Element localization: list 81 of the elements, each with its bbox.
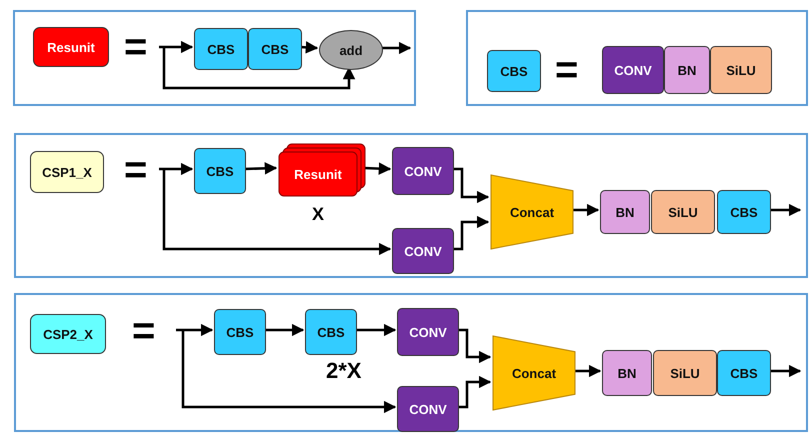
- arrow: [264, 324, 304, 336]
- arrow: [457, 328, 492, 364]
- arrow: [159, 40, 194, 54]
- node-label: Concat: [512, 366, 556, 380]
- arrow: [574, 364, 602, 378]
- node-label: add: [339, 42, 363, 58]
- arrow: [159, 162, 194, 176]
- arrow: [452, 168, 490, 204]
- equals-sign: =: [132, 311, 156, 351]
- node-label: CONV: [614, 62, 652, 78]
- panel-frame: [14, 293, 808, 432]
- node-label: BN: [618, 366, 636, 380]
- node-label: CBS: [730, 204, 758, 220]
- node-label: CSP2_X: [43, 326, 93, 342]
- node-label: Concat: [510, 204, 554, 220]
- multiplier-label: 2*X: [326, 360, 362, 382]
- panel-frame: [14, 133, 808, 278]
- arrow: [176, 324, 214, 336]
- node-label: CONV: [409, 324, 447, 340]
- equals-sign: =: [555, 50, 578, 90]
- process-box: [710, 46, 772, 94]
- arrow: [162, 169, 392, 256]
- node-label: CSP1_X: [42, 164, 92, 180]
- equals-sign: =: [124, 27, 148, 67]
- node-label: Resunit: [47, 40, 95, 54]
- node-label: CBS: [317, 324, 345, 340]
- arrow: [457, 376, 492, 408]
- process-box: [392, 147, 454, 195]
- arrow: [162, 47, 356, 90]
- node-label: SiLU: [726, 62, 756, 78]
- process-box: [600, 190, 650, 234]
- concat-trapezoid: [492, 335, 576, 411]
- stacked-block: [278, 143, 366, 197]
- node-label: CONV: [404, 164, 442, 178]
- process-box: [717, 350, 771, 396]
- process-box: [194, 148, 246, 194]
- arrow: [769, 364, 802, 378]
- node-label: CBS: [730, 366, 758, 380]
- node-label: Resunit: [294, 166, 342, 182]
- arrow: [244, 162, 278, 175]
- node-label: CBS: [207, 42, 235, 56]
- module-box: [30, 151, 104, 193]
- node-label: SiLU: [668, 204, 698, 220]
- process-box: [717, 190, 771, 234]
- node-label: BN: [616, 204, 634, 220]
- process-box: [653, 350, 717, 396]
- arrow: [452, 216, 490, 250]
- arrow: [572, 204, 600, 216]
- arrow: [769, 204, 802, 216]
- multiplier-label: X: [312, 205, 324, 223]
- process-box: [248, 28, 302, 70]
- process-box: [397, 386, 459, 432]
- equals-sign: =: [124, 150, 148, 190]
- process-box: [602, 46, 664, 94]
- process-box: [305, 309, 357, 355]
- process-box: [392, 228, 454, 274]
- process-box: [194, 28, 248, 70]
- node-label: CONV: [409, 402, 447, 416]
- arrow: [182, 330, 396, 414]
- arrow: [355, 324, 396, 336]
- node-label: CONV: [404, 244, 442, 258]
- module-box: [30, 314, 106, 354]
- process-box: [487, 50, 541, 92]
- process-box: [214, 309, 266, 355]
- node-label: SiLU: [670, 366, 700, 380]
- arrow: [364, 162, 392, 175]
- node-label: BN: [678, 62, 696, 78]
- node-label: CBS: [206, 164, 234, 178]
- process-box: [664, 46, 710, 94]
- module-box: [33, 27, 109, 67]
- process-box: [651, 190, 715, 234]
- panel-frame: [13, 10, 416, 106]
- arrow: [381, 42, 412, 54]
- node-label: CBS: [261, 42, 289, 56]
- process-box: [602, 350, 652, 396]
- arrow: [300, 41, 318, 54]
- panel-frame: [466, 10, 808, 106]
- concat-trapezoid: [490, 174, 574, 250]
- node-label: CBS: [226, 324, 254, 340]
- node-label: CBS: [500, 64, 528, 78]
- process-box: [397, 308, 459, 356]
